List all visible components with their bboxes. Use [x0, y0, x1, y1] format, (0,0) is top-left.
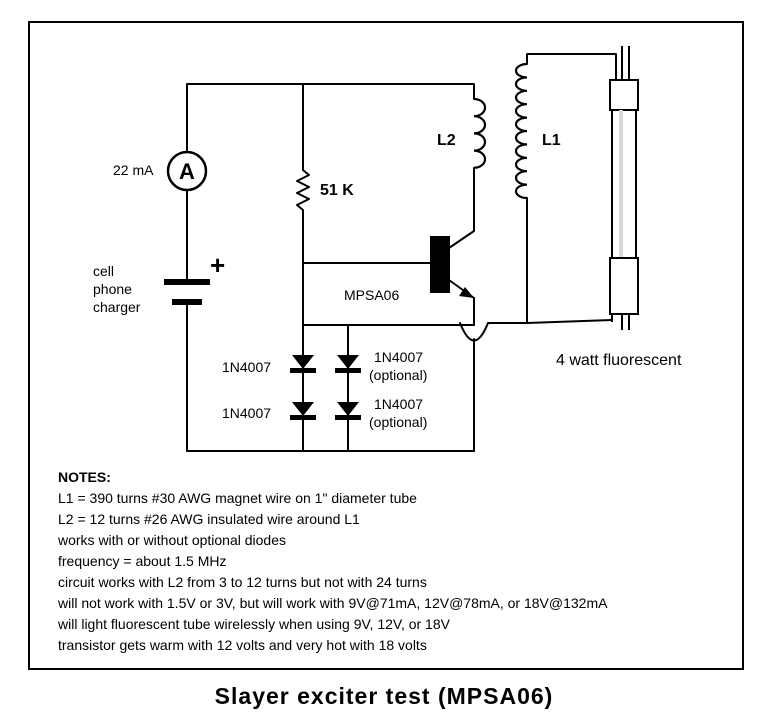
note-line: will light fluorescent tube wirelessly w…: [57, 616, 451, 632]
note-line: will not work with 1.5V or 3V, but will …: [57, 595, 608, 611]
notes-block: NOTES: L1 = 390 turns #30 AWG magnet wir…: [57, 469, 608, 653]
l1-to-lamp-wire: [459, 197, 613, 342]
transistor-base-bar: [430, 236, 450, 293]
diode-d4-label-line-2: (optional): [369, 414, 427, 430]
battery-long-plate: [164, 279, 210, 285]
note-line: frequency = about 1.5 MHz: [58, 553, 227, 569]
diode-d2: [290, 402, 316, 420]
resistor-label: 51 K: [320, 182, 354, 199]
l2-label: L2: [437, 132, 456, 149]
diode-d2-label: 1N4007: [222, 405, 271, 421]
diode-d3-label-line-2: (optional): [369, 367, 427, 383]
l1-top-wire: [526, 53, 617, 81]
battery-short-plate: [172, 299, 202, 305]
collector-lead: [448, 230, 475, 249]
l1-label: L1: [542, 132, 561, 149]
diode-d4: [335, 402, 361, 420]
charger-label-line-1: cell: [93, 263, 114, 279]
note-line: works with or without optional diodes: [57, 532, 286, 548]
diode-d4-label-line-1: 1N4007: [374, 396, 423, 412]
diode-d3-label-line-1: 1N4007: [374, 349, 423, 365]
diode-d3: [335, 355, 361, 373]
note-line: L1 = 390 turns #30 AWG magnet wire on 1"…: [58, 490, 417, 506]
charger-label-line-2: phone: [93, 281, 132, 297]
transistor-label: MPSA06: [344, 287, 399, 303]
meter-reading-label: 22 mA: [113, 162, 154, 178]
note-line: L2 = 12 turns #26 AWG insulated wire aro…: [58, 511, 360, 527]
note-line: transistor gets warm with 12 volts and v…: [58, 637, 427, 653]
battery-plus-sign: +: [210, 250, 225, 280]
note-line: circuit works with L2 from 3 to 12 turns…: [58, 574, 427, 590]
fluorescent-tube: [609, 46, 639, 330]
charger-label-line-3: charger: [93, 299, 141, 315]
ammeter-letter: A: [179, 159, 195, 184]
resistor-symbol: [296, 169, 310, 211]
figure-title: Slayer exciter test (MPSA06): [215, 683, 554, 709]
notes-heading: NOTES:: [58, 469, 111, 485]
lamp-label: 4 watt fluorescent: [556, 352, 682, 369]
l1-coil: [514, 62, 528, 200]
emitter-arrow-icon: [459, 287, 474, 298]
l2-coil: [473, 97, 487, 169]
diagram-frame: [28, 21, 744, 670]
diode-d1: [290, 355, 316, 373]
wires: [186, 53, 617, 452]
top-rail-wire: [186, 83, 475, 153]
diode-d1-label: 1N4007: [222, 359, 271, 375]
ammeter-symbol: [166, 150, 208, 192]
